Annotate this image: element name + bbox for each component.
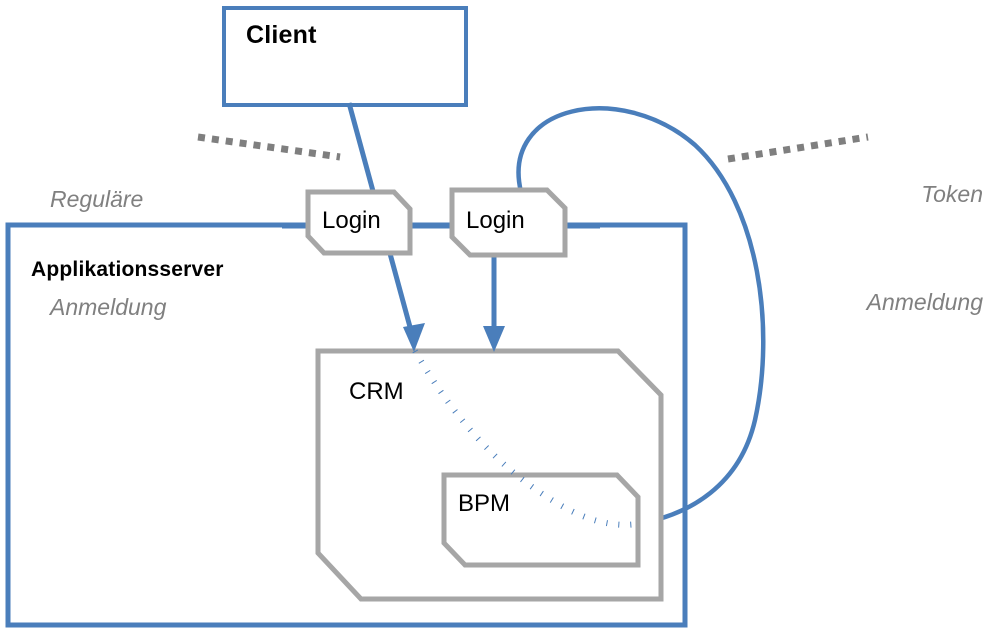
- token-flow-curve: [516, 106, 766, 527]
- client-box[interactable]: [222, 6, 468, 107]
- token-entry-arrowhead: [483, 326, 505, 352]
- login-right-box[interactable]: [449, 187, 568, 258]
- right-annotation-line1: Token: [921, 181, 983, 207]
- right-annotation-line2: Anmeldung: [866, 289, 983, 315]
- right-annotation: Token Anmeldung: [733, 104, 983, 392]
- crm-label: CRM: [349, 378, 404, 405]
- right-annotation-leader: [727, 133, 869, 163]
- client-label: Client: [246, 21, 317, 49]
- left-annotation-leader: [197, 133, 341, 161]
- bpm-box[interactable]: [441, 472, 641, 568]
- regular-flow-arrowhead: [403, 323, 425, 352]
- left-annotation-line2: Anmeldung: [50, 294, 167, 320]
- app-server-label: Applikationsserver: [31, 258, 224, 281]
- left-annotation: Reguläre Anmeldung: [50, 109, 166, 397]
- login-left-label: Login: [322, 207, 381, 234]
- login-right-label: Login: [466, 207, 525, 234]
- left-annotation-line1: Reguläre: [50, 186, 144, 212]
- login-left-box[interactable]: [305, 189, 413, 256]
- bpm-label: BPM: [458, 490, 511, 517]
